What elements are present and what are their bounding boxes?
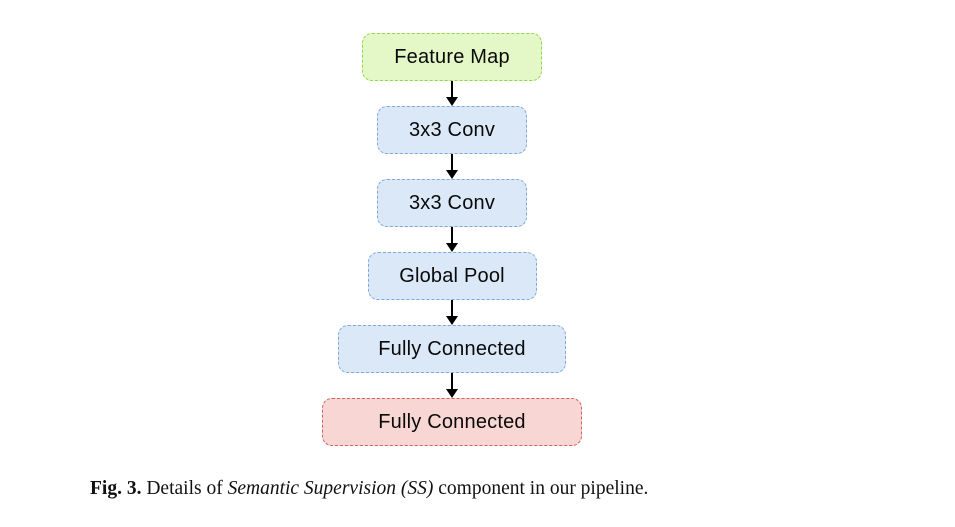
down-arrow-5 (446, 373, 458, 398)
arrow-line (451, 300, 453, 316)
node-global-pool: Global Pool (367, 252, 537, 300)
arrowhead-down-icon (446, 97, 458, 106)
caption-text-pre: Details of (141, 478, 228, 499)
arrowhead-down-icon (446, 389, 458, 398)
arrow-line (451, 373, 453, 389)
down-arrow-3 (446, 227, 458, 252)
arrowhead-down-icon (446, 243, 458, 252)
node-fully-connected-2: Fully Connected (322, 398, 582, 446)
arrow-line (451, 154, 453, 170)
node-conv-1: 3x3 Conv (377, 106, 527, 154)
node-conv-2: 3x3 Conv (377, 179, 527, 227)
figure-caption: Fig. 3. Details of Semantic Supervision … (90, 478, 890, 500)
arrow-line (451, 227, 453, 243)
node-feature-map: Feature Map (362, 33, 542, 81)
ss-flow-diagram: Feature Map 3x3 Conv 3x3 Conv Global Poo… (322, 33, 582, 446)
figure-label: Fig. 3. (90, 478, 142, 499)
down-arrow-4 (446, 300, 458, 325)
down-arrow-2 (446, 154, 458, 179)
node-fully-connected-1: Fully Connected (338, 325, 566, 373)
caption-text-post: component in our pipeline. (433, 478, 649, 499)
arrowhead-down-icon (446, 170, 458, 179)
arrowhead-down-icon (446, 316, 458, 325)
caption-emphasis: Semantic Supervision (SS) (227, 478, 434, 499)
down-arrow-1 (446, 81, 458, 106)
arrow-line (451, 81, 453, 97)
